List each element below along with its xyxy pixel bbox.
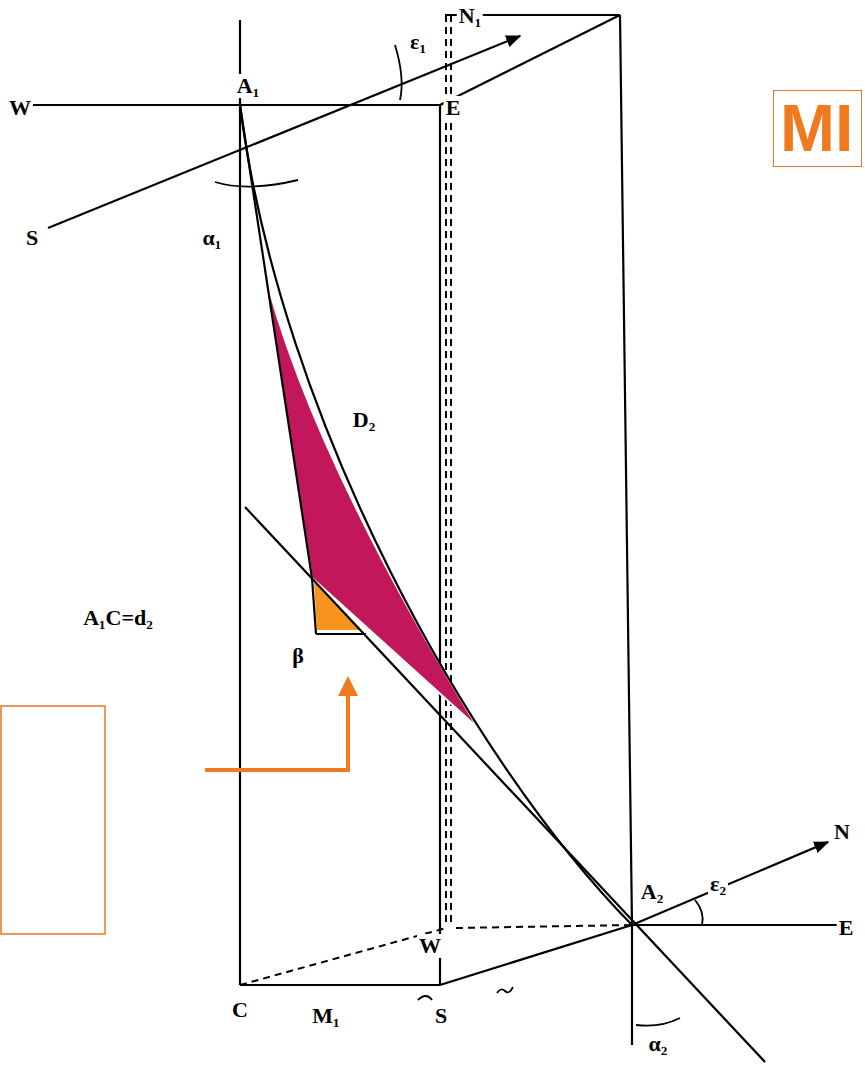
callout-box — [1, 706, 105, 934]
angle-label: ε₂ — [708, 872, 728, 896]
direction-label: E — [837, 916, 856, 940]
box-edge — [620, 15, 632, 925]
hidden-edge — [445, 15, 447, 925]
direction-label: S — [24, 226, 40, 250]
callout-arrow — [205, 680, 348, 770]
direction-label: S — [433, 1004, 449, 1028]
angle-arc — [695, 900, 703, 925]
direction-label: N₁ — [457, 4, 483, 28]
box-edge — [240, 984, 440, 986]
angle-arc — [215, 180, 298, 187]
point-label: A₁ — [235, 74, 261, 98]
west-east-line — [30, 104, 440, 106]
north-arrow — [48, 36, 520, 228]
direction-label: W — [7, 96, 33, 120]
vertical-line — [631, 925, 633, 1045]
tangent-line — [240, 105, 312, 578]
leader-squiggle — [497, 987, 513, 993]
hidden-edge — [456, 925, 632, 928]
angle-label: α₂ — [647, 1032, 670, 1056]
dimension-label: A₁C=d₂ — [81, 606, 155, 630]
box-edge — [439, 105, 441, 985]
angle-arc — [636, 1018, 680, 1026]
angle-label: ε₁ — [408, 30, 428, 54]
box-edge — [440, 925, 632, 985]
angle-arc — [395, 45, 402, 100]
dogleg-region — [262, 262, 478, 728]
curve-label: D₂ — [351, 408, 377, 432]
point-label: A₂ — [639, 880, 665, 904]
wellbore-curve — [240, 105, 632, 925]
hidden-edge — [450, 15, 452, 925]
hidden-edge — [240, 928, 446, 985]
title-box: MI — [773, 90, 862, 167]
point-label: M₁ — [310, 1004, 341, 1028]
direction-label: N — [832, 820, 852, 844]
direction-label: E — [444, 96, 463, 120]
title-text: MI — [780, 95, 853, 161]
west-east-line — [632, 924, 840, 926]
tangent-line — [312, 578, 316, 634]
point-label: C — [230, 998, 250, 1022]
angle-label: α₁ — [201, 226, 224, 250]
tangent-line — [245, 507, 765, 1062]
tangent-line — [316, 633, 366, 635]
north-arrow — [632, 842, 828, 925]
box-edge — [440, 15, 620, 105]
vertical-axis — [239, 20, 241, 985]
direction-label: W — [417, 934, 443, 958]
angle-label: β — [290, 644, 306, 668]
leader-squiggle — [418, 996, 432, 1000]
